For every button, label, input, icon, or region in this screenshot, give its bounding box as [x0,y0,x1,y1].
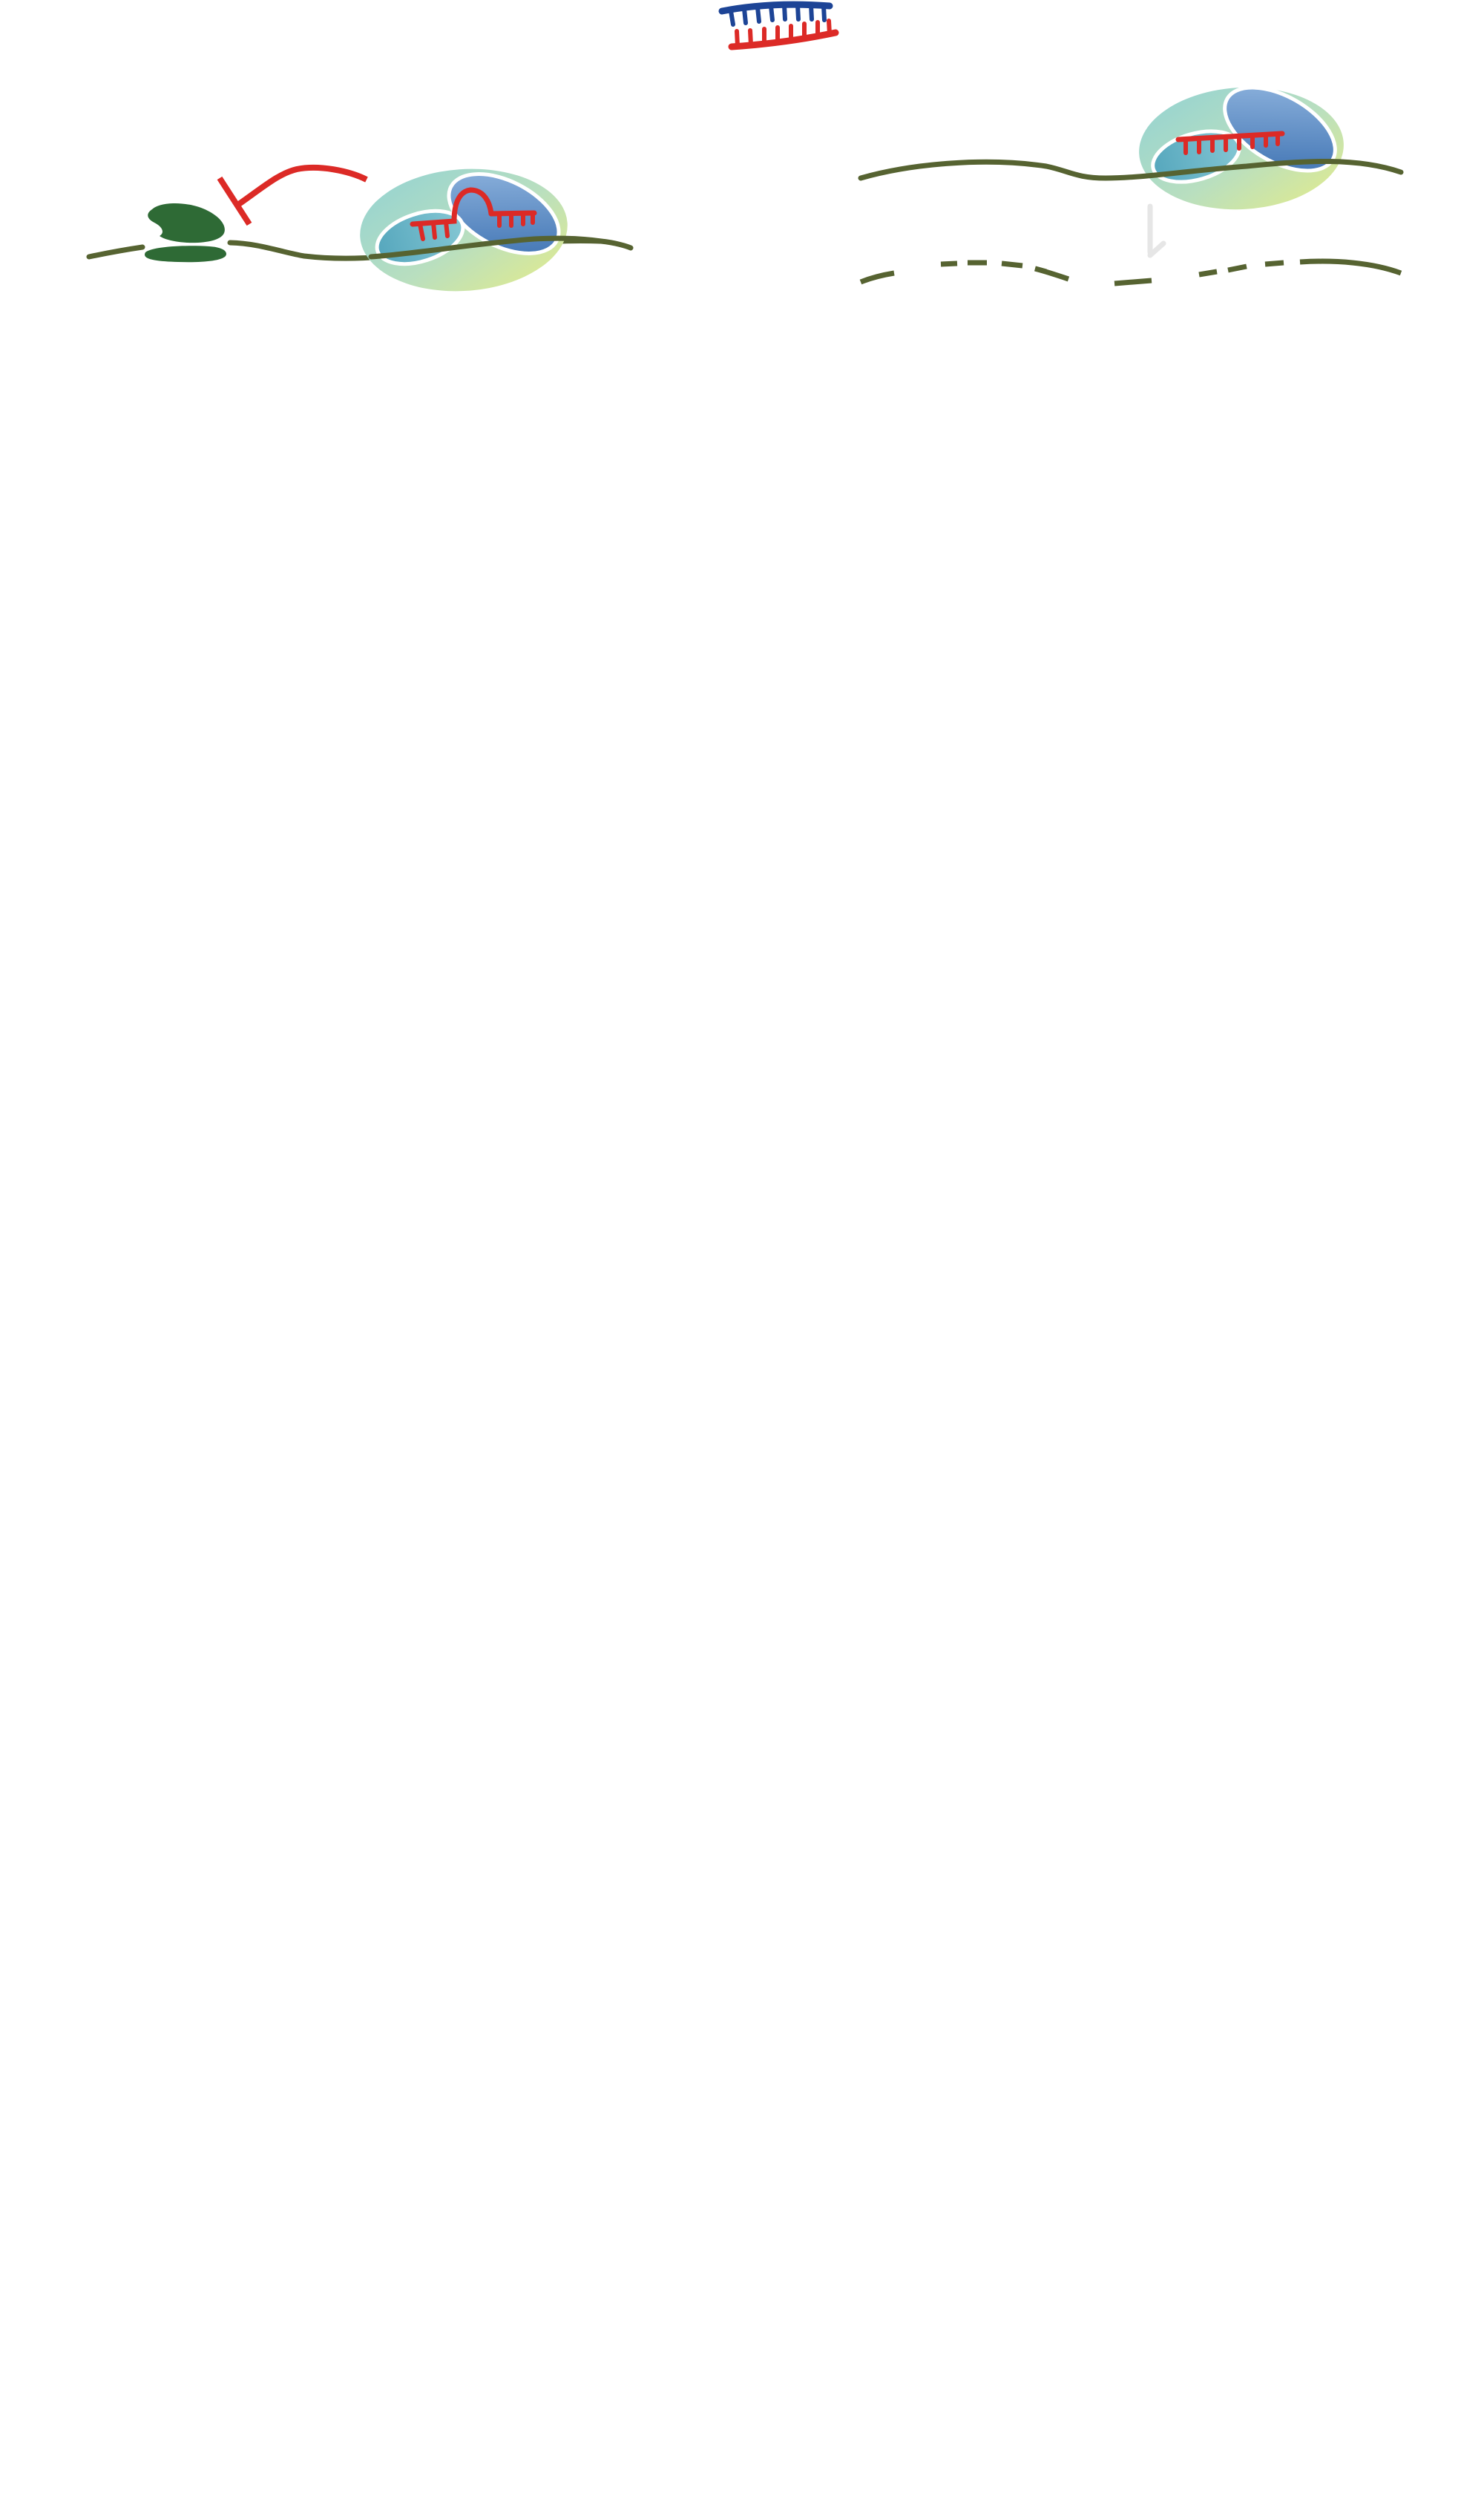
mrna-fragment [1198,269,1218,278]
inhibition-bar-end [217,176,252,226]
cleavage-arrow-icon [1147,203,1166,258]
guide-rna-hairpin [410,187,494,227]
panel-translational-repression [86,165,634,292]
ribosome-large-subunit [148,203,225,243]
mrna-5prime-segment [86,244,145,260]
panel-mrna-cleavage [858,85,1404,286]
risc-complex-icon [1139,85,1344,210]
inhibition-line [237,165,368,207]
mrna-fragment [1264,260,1284,267]
mrna-fragment [1227,263,1247,273]
mrna-strand-right [858,158,1404,181]
passenger-strand [718,1,833,27]
inhibition-icon [217,165,368,226]
guide-rna-bases [418,211,535,241]
mrna-through-risc [368,235,604,260]
cleavage-arrow-head [1147,240,1166,258]
guide-rna-bases [1183,132,1280,155]
degraded-mrna [859,258,1402,286]
risc-complex-icon [360,168,568,292]
guide-strand-backbone [728,29,839,50]
mrna-fragment [940,260,958,267]
mrna-fragment [1299,258,1402,276]
mrna-fragment [1001,260,1023,269]
mrna-fragment [859,270,895,285]
guide-rna-right [1175,131,1285,155]
guide-strand [728,19,839,50]
guide-strand-bases [735,19,832,48]
ribosome-icon [145,203,227,263]
sirna-duplex-icon [718,1,839,50]
ribosome-small-subunit [145,246,227,263]
mrna-fragment [1034,266,1070,282]
mrna-fragment [1114,278,1152,286]
passenger-strand-backbone [718,1,833,15]
guide-rna-left [410,187,537,241]
passenger-strand-bases [729,3,827,27]
